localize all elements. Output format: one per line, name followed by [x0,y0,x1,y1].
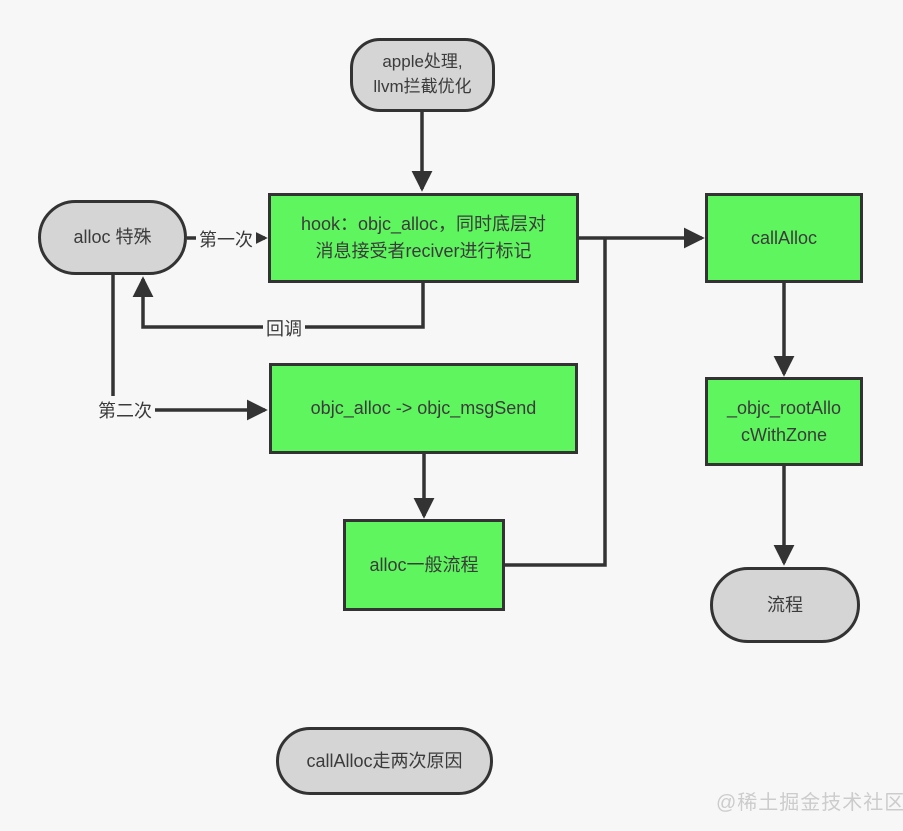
node-callalloc-twice-reason: callAlloc走两次原因 [276,727,493,795]
node-objc-alloc-msgsend: objc_alloc -> objc_msgSend [269,363,578,454]
node-apple-llvm-label: apple处理, llvm拦截优化 [373,52,472,96]
node-hook-objc-alloc-label: hook：objc_alloc，同时底层对 消息接受者reciver进行标记 [300,214,547,261]
node-alloc-general-flow: alloc一般流程 [343,519,505,611]
edge-label-second-time: 第二次 [95,396,155,424]
edge-label-callback: 回调 [263,314,305,342]
node-hook-objc-alloc: hook：objc_alloc，同时底层对 消息接受者reciver进行标记 [268,193,579,283]
node-flow: 流程 [710,567,860,643]
node-apple-llvm: apple处理, llvm拦截优化 [350,38,495,112]
node-alloc-special-label: alloc 特殊 [73,227,152,247]
node-callalloc: callAlloc [705,193,863,283]
node-callalloc-label: callAlloc [750,227,818,248]
edge-label-first-time: 第一次 [196,225,256,253]
node-flow-label: 流程 [767,594,803,615]
edge-alloc-special-second-to-objc-alloc [111,275,268,421]
node-alloc-general-flow-label: alloc一般流程 [369,554,479,575]
edge-alloc-general-to-callalloc-junction [505,238,607,567]
node-objc-rootallocwithzone-label: _objc_rootAllo cWithZone [726,397,842,445]
node-alloc-special: alloc 特殊 [38,200,187,275]
node-objc-rootallocwithzone: _objc_rootAllo cWithZone [705,377,863,466]
node-callalloc-twice-reason-label: callAlloc走两次原因 [306,750,463,771]
juejin-watermark: @稀土掘金技术社区 [716,792,903,814]
node-objc-alloc-msgsend-label: objc_alloc -> objc_msgSend [310,398,537,418]
